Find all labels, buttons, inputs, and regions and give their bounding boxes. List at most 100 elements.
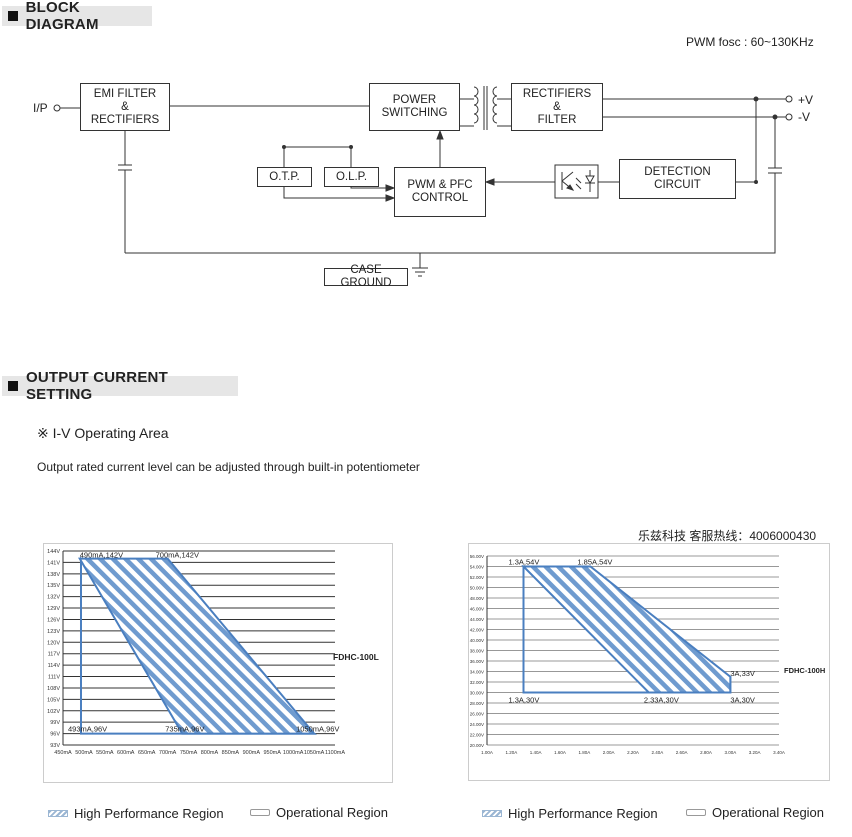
legend-high-left: High Performance Region xyxy=(48,806,224,821)
y-tick-label: 34.00V xyxy=(470,670,484,675)
x-tick-label: 1000mA xyxy=(283,750,304,756)
block-diagram-header: BLOCK DIAGRAM xyxy=(2,0,152,33)
y-tick-label: 50.00V xyxy=(470,586,484,591)
emi-line-1: EMI FILTER xyxy=(93,87,157,100)
y-tick-label: 46.00V xyxy=(470,607,484,612)
y-tick-label: 48.00V xyxy=(470,596,484,601)
high-performance-region xyxy=(521,565,732,694)
x-tick-label: 1100mA xyxy=(325,750,345,756)
x-tick-label: 1.60A xyxy=(554,750,566,755)
y-tick-label: 144V xyxy=(47,549,60,555)
point-annotation: 1.3A,30V xyxy=(509,696,540,705)
power-line-1: POWER xyxy=(392,94,437,106)
point-annotation: 2.33A,30V xyxy=(644,696,679,705)
y-tick-label: 40.00V xyxy=(470,638,484,643)
output-current-header: OUTPUT CURRENT SETTING xyxy=(2,369,238,403)
input-label: I/P xyxy=(33,101,48,115)
point-annotation: 700mA,142V xyxy=(156,551,199,560)
y-tick-label: 28.00V xyxy=(470,701,484,706)
rect-line-2: & xyxy=(553,100,561,113)
x-tick-label: 3.00A xyxy=(724,750,736,755)
y-tick-label: 56.00V xyxy=(470,554,484,559)
x-tick-label: 600mA xyxy=(117,750,135,756)
x-tick-label: 1050mA xyxy=(304,750,325,756)
y-tick-label: 114V xyxy=(48,663,61,669)
y-tick-label: 99V xyxy=(50,720,60,726)
y-tick-label: 20.00V xyxy=(470,743,484,748)
y-tick-label: 138V xyxy=(47,572,60,578)
fdhc-100l-chart: 144V141V138V135V132V129V126V123V120V117V… xyxy=(43,543,393,783)
y-tick-label: 52.00V xyxy=(470,575,484,580)
case-ground-block: CASE GROUND xyxy=(324,264,408,289)
pwm-line-2: CONTROL xyxy=(411,192,469,204)
point-annotation: 1050mA,96V xyxy=(296,725,339,734)
block-diagram-wiring xyxy=(53,86,793,277)
power-switching-block: POWER SWITCHING xyxy=(369,83,460,131)
legend-high-right: High Performance Region xyxy=(482,806,658,821)
y-tick-label: 129V xyxy=(47,606,60,612)
legend-operational-label: Operational Region xyxy=(276,805,389,820)
emi-line-2: & xyxy=(121,100,129,113)
y-tick-label: 44.00V xyxy=(470,617,484,622)
pwm-frequency-note: PWM fosc : 60~130KHz xyxy=(686,35,814,49)
model-label: FDHC-100L xyxy=(333,652,379,662)
point-annotation: 493mA,96V xyxy=(68,725,107,734)
x-tick-label: 3.20A xyxy=(749,750,761,755)
x-tick-label: 1.80A xyxy=(578,750,590,755)
pwm-pfc-block: PWM & PFC CONTROL xyxy=(394,167,486,217)
rect-line-1: RECTIFIERS xyxy=(522,87,592,100)
y-tick-label: 22.00V xyxy=(470,733,484,738)
legend-high-label: High Performance Region xyxy=(74,806,224,821)
rectifiers-filter-block: RECTIFIERS & FILTER xyxy=(511,83,603,131)
point-annotation: 1.3A,54V xyxy=(509,558,540,567)
rect-line-3: FILTER xyxy=(537,113,577,126)
x-tick-label: 1.40A xyxy=(530,750,542,755)
emi-line-3: RECTIFIERS xyxy=(90,113,160,126)
y-tick-label: 117V xyxy=(48,652,61,658)
hotline-text: 乐兹科技 客服热线：4006000430 xyxy=(638,529,817,543)
point-annotation: 1.85A,54V xyxy=(577,558,612,567)
point-annotation: 490mA,142V xyxy=(80,551,123,560)
y-tick-label: 102V xyxy=(47,709,60,715)
y-tick-label: 38.00V xyxy=(470,649,484,654)
point-annotation: 3A,30V xyxy=(730,696,755,705)
x-tick-label: 750mA xyxy=(180,750,198,756)
y-tick-label: 108V xyxy=(47,686,60,692)
model-label: FDHC-100H xyxy=(784,666,825,675)
y-tick-label: 96V xyxy=(50,732,60,738)
emi-filter-block: EMI FILTER & RECTIFIERS xyxy=(80,83,170,131)
point-annotation: 3A,33V xyxy=(730,669,755,678)
x-tick-label: 650mA xyxy=(138,750,156,756)
otp-block: O.T.P. xyxy=(257,167,312,187)
x-tick-label: 700mA xyxy=(159,750,177,756)
y-tick-label: 126V xyxy=(47,617,60,623)
x-tick-label: 950mA xyxy=(264,750,282,756)
potentiometer-description: Output rated current level can be adjust… xyxy=(37,460,420,474)
y-tick-label: 26.00V xyxy=(470,712,484,717)
square-bullet-icon xyxy=(8,11,18,21)
x-tick-label: 3.40A xyxy=(773,750,785,755)
y-tick-label: 132V xyxy=(47,595,60,601)
y-tick-label: 42.00V xyxy=(470,628,484,633)
y-tick-label: 54.00V xyxy=(470,565,484,570)
square-bullet-icon xyxy=(8,381,18,391)
x-tick-label: 500mA xyxy=(75,750,93,756)
y-tick-label: 123V xyxy=(47,629,60,635)
detect-line-2: CIRCUIT xyxy=(654,179,701,191)
legend-high-label: High Performance Region xyxy=(508,806,658,821)
x-tick-label: 2.40A xyxy=(651,750,663,755)
x-tick-label: 450mA xyxy=(54,750,72,756)
y-tick-label: 30.00V xyxy=(470,691,484,696)
y-tick-label: 141V xyxy=(47,560,60,566)
x-tick-label: 1.20A xyxy=(505,750,517,755)
x-tick-label: 800mA xyxy=(201,750,219,756)
legend-operational-right: Operational Region xyxy=(686,805,824,820)
point-annotation: 735mA,96V xyxy=(165,725,204,734)
block-diagram-title: BLOCK DIAGRAM xyxy=(25,0,99,33)
y-tick-label: 111V xyxy=(48,675,60,681)
x-tick-label: 2.00A xyxy=(603,750,615,755)
fdhc-100h-chart: 56.00V 54.00V 52.00V 50.00V 48.00V 46.00V 44.0… xyxy=(468,543,830,781)
y-tick-label: 105V xyxy=(47,697,60,703)
y-tick-label: 120V xyxy=(47,640,60,646)
detection-circuit-block: DETECTION CIRCUIT xyxy=(619,159,736,199)
